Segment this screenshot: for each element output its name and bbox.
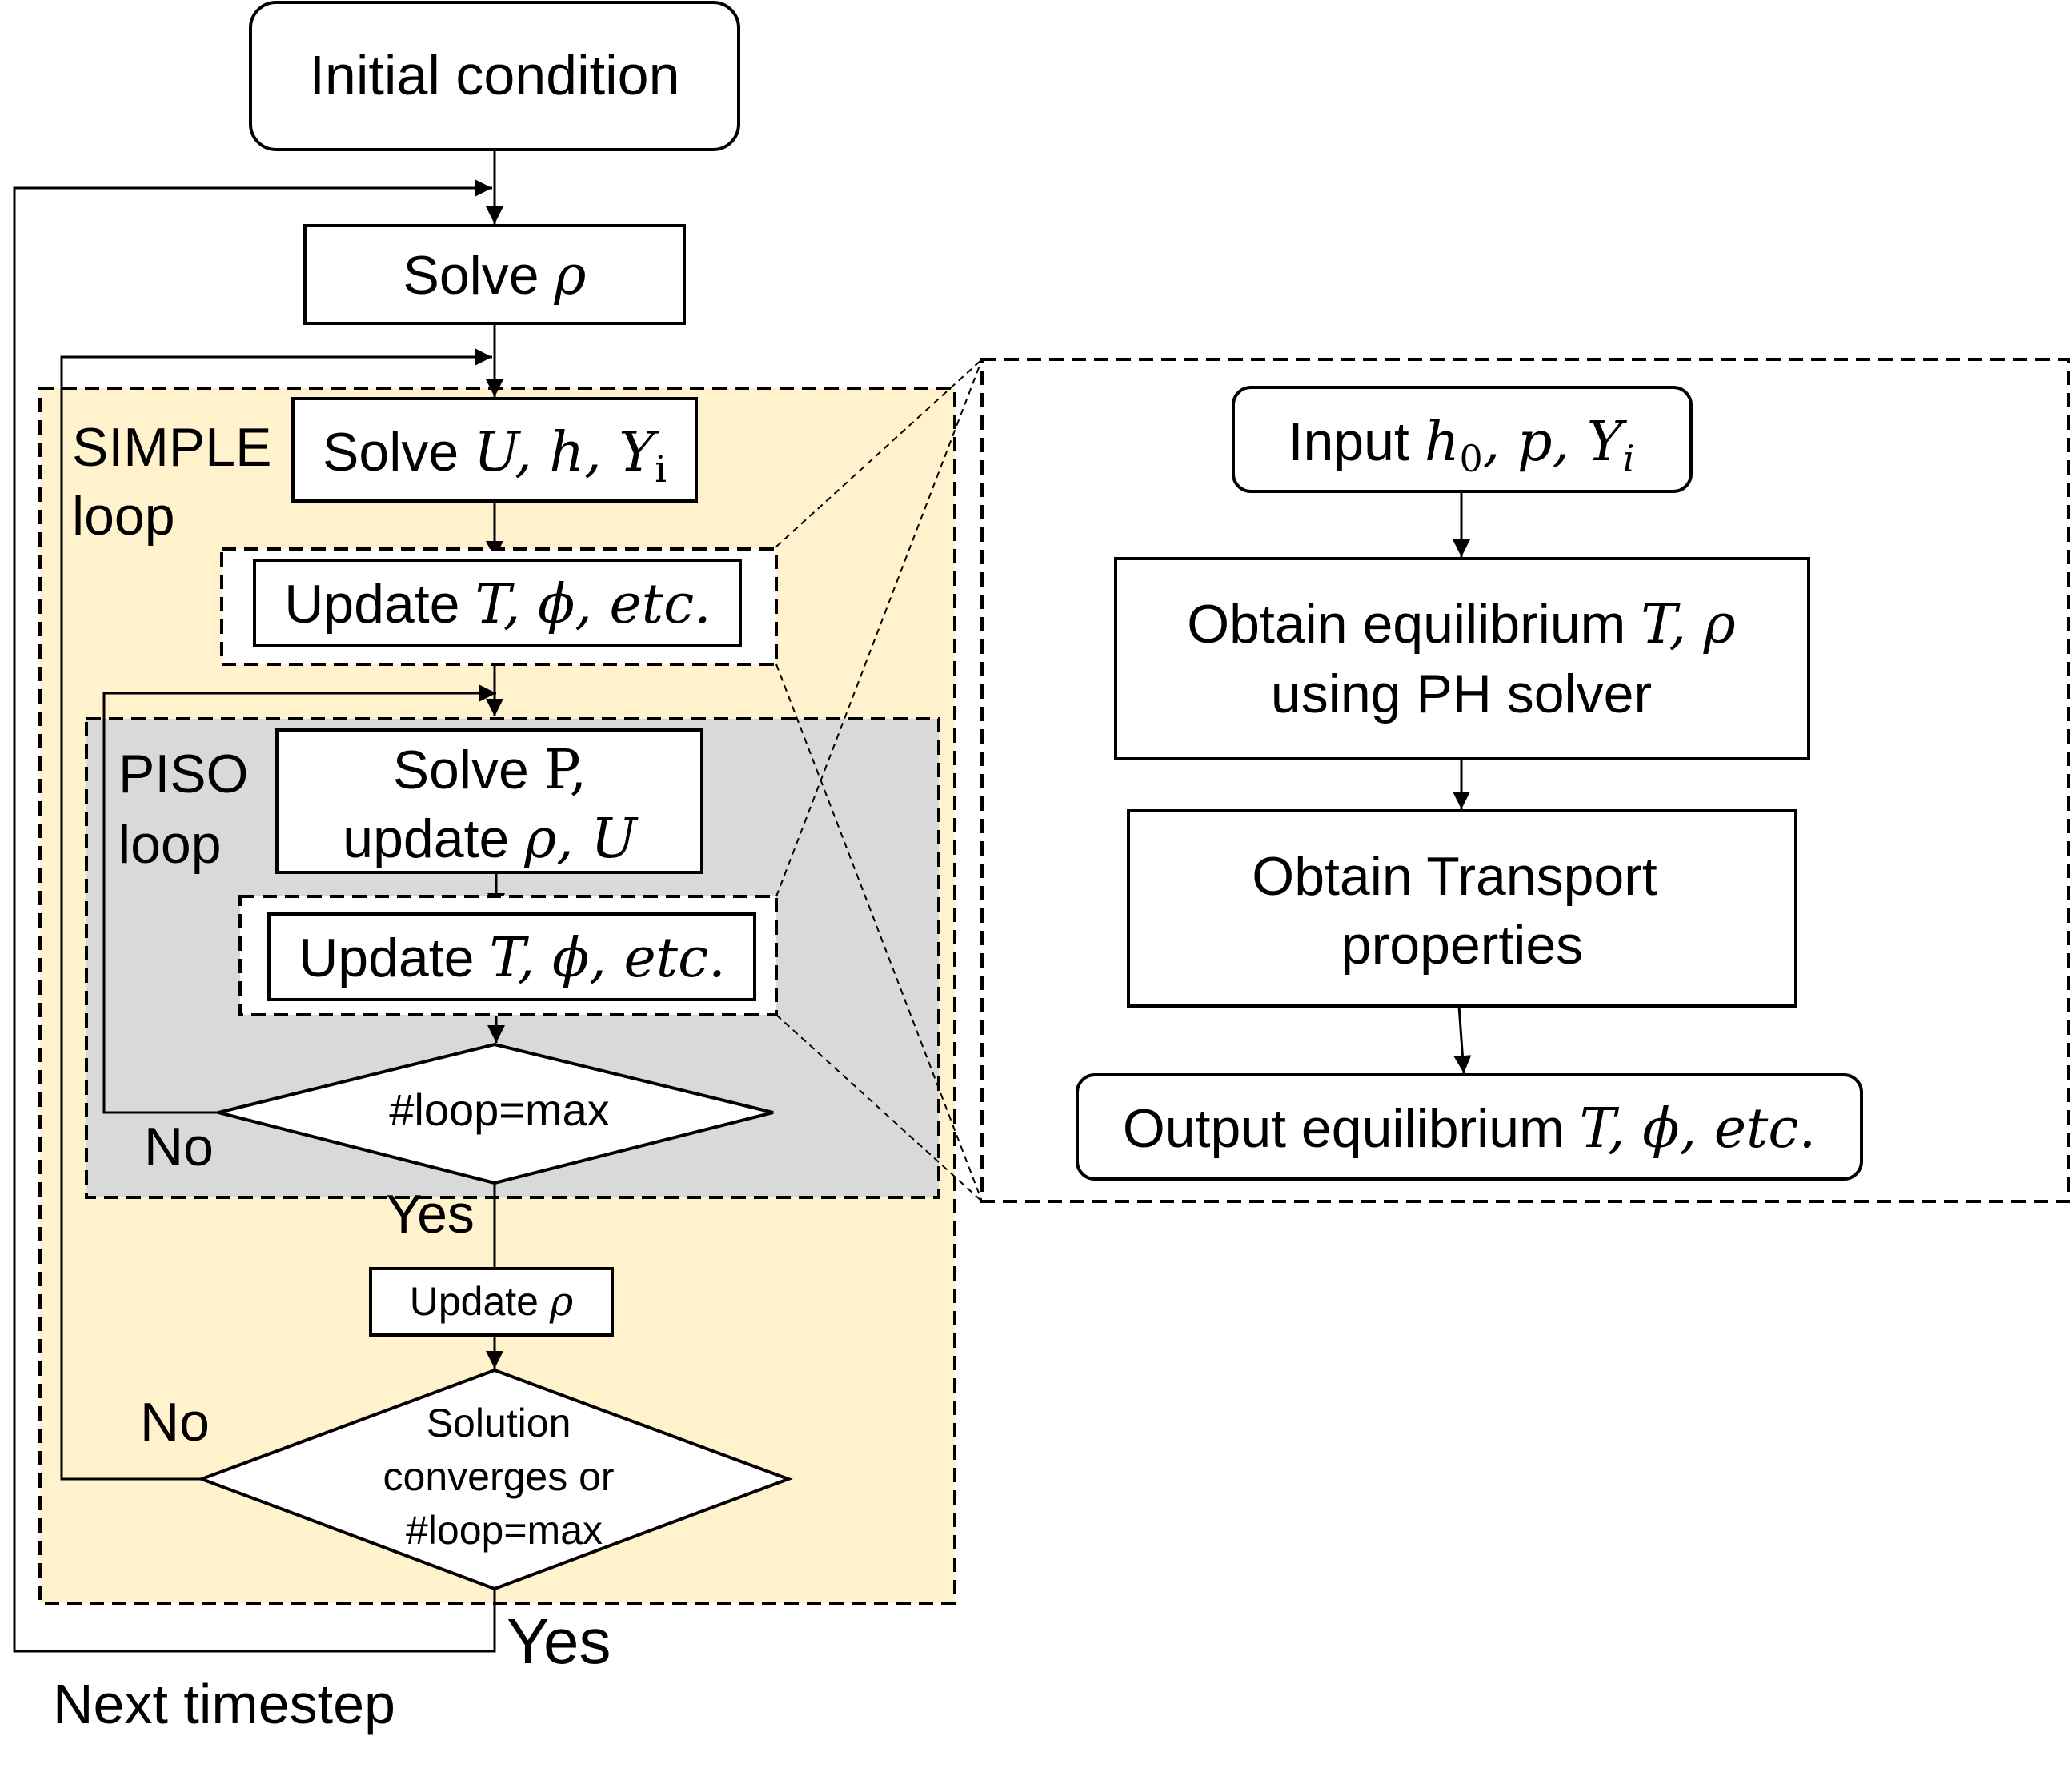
update-t-box xyxy=(253,559,742,647)
piso-no-label: No xyxy=(144,1117,214,1177)
update-t-label: Update T, ϕ, etc. xyxy=(284,573,711,636)
detail-panel xyxy=(980,358,2070,1203)
equilibrium-label-line2: using PH solver xyxy=(1271,663,1652,724)
zoom-callout-lines xyxy=(775,359,983,1202)
initial-condition-box xyxy=(249,1,740,151)
update-rho-label: Update ρ xyxy=(410,1278,574,1325)
solve-p-label-line1: Solve P, xyxy=(393,739,587,802)
transport-label: Obtain Transport properties xyxy=(1252,846,1672,976)
simple-no-label: No xyxy=(140,1392,210,1453)
simple-loop-label: SIMPLE loop xyxy=(72,417,287,547)
update-t-box-2 xyxy=(267,912,756,1001)
simple-decision-diamond xyxy=(197,1368,793,1591)
piso-decision-label: #loop=max xyxy=(389,1084,610,1135)
solve-rho-label: Solve ρ xyxy=(403,244,587,307)
simple-yes-label: Yes xyxy=(507,1606,611,1677)
loop-lines xyxy=(13,179,496,1653)
piso-loop-label: PISO loop xyxy=(118,744,263,875)
solve-u-h-y-label: Solve U, h, Yi xyxy=(323,421,667,491)
input-box xyxy=(1232,386,1693,493)
next-timestep-label: Next timestep xyxy=(53,1673,395,1735)
piso-yes-label: Yes xyxy=(386,1184,475,1245)
update-rho-box xyxy=(369,1267,614,1337)
piso-decision-diamond xyxy=(218,1042,774,1185)
transport-box xyxy=(1127,809,1797,1008)
equilibrium-box xyxy=(1114,557,1810,760)
initial-condition-label: Initial condition xyxy=(309,44,679,106)
output-box xyxy=(1076,1073,1863,1181)
equilibrium-label-line1: Obtain equilibrium T, ρ xyxy=(1187,593,1736,656)
update-t-label-2: Update T, ϕ, etc. xyxy=(299,927,726,990)
output-label: Output equilibrium T, ϕ, etc. xyxy=(1123,1097,1816,1161)
input-label: Input h0, p, Yi xyxy=(1288,411,1635,480)
solve-p-box xyxy=(275,728,703,874)
solve-rho-box xyxy=(303,224,686,325)
solve-p-label-line2: update ρ, U xyxy=(343,808,639,871)
simple-decision-label: Solution converges or #loop=max xyxy=(383,1401,626,1553)
solve-u-h-y-box xyxy=(291,397,698,503)
